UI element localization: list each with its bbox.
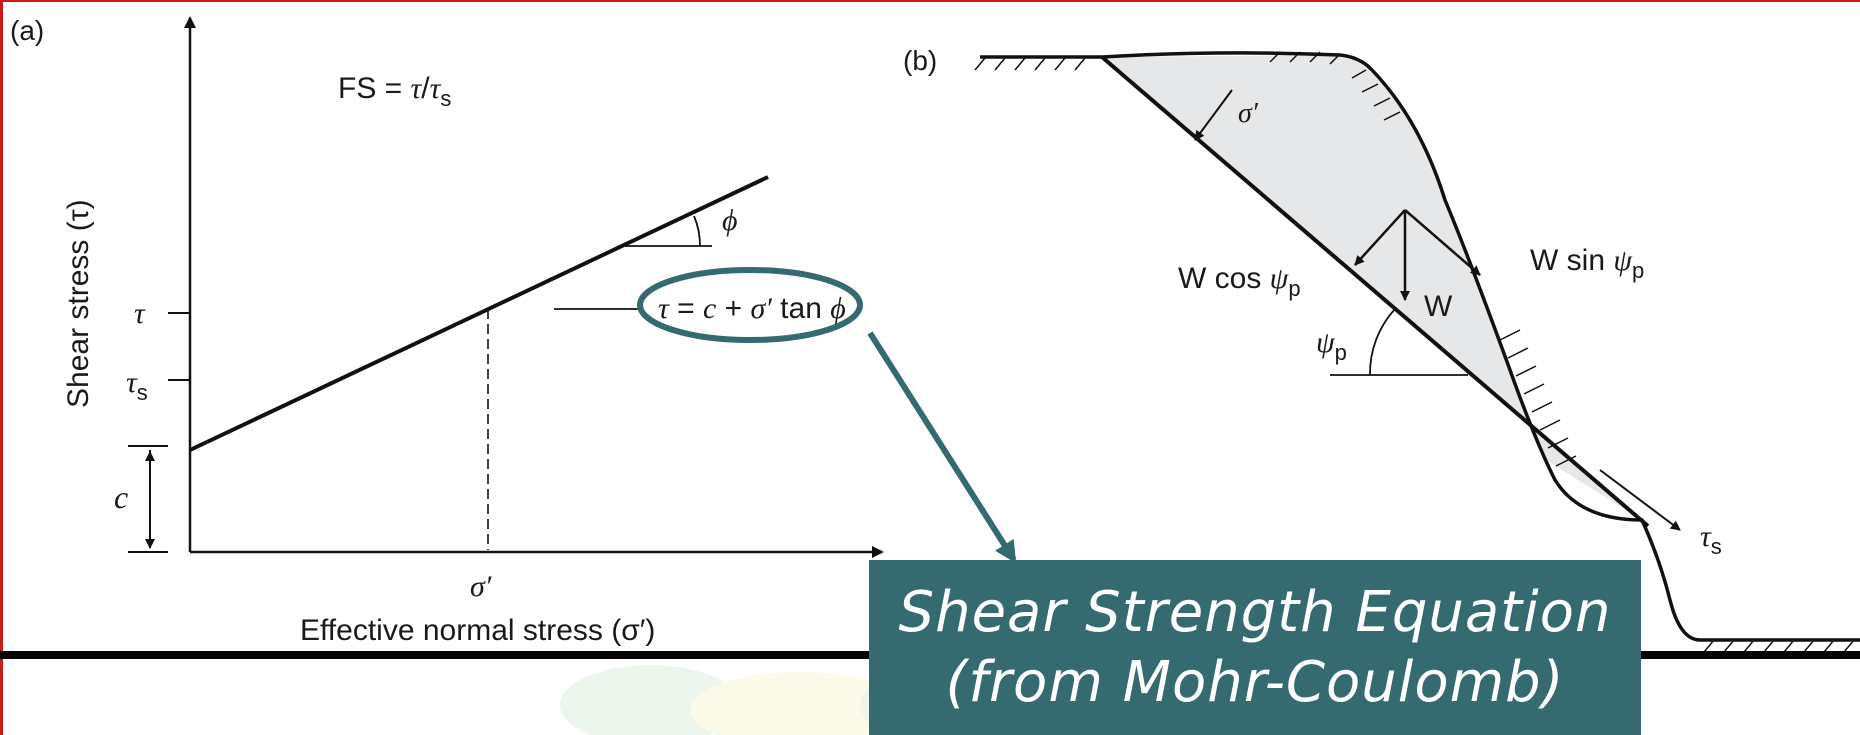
normal-stress-label: σ′ bbox=[1238, 98, 1259, 129]
shear-resistance-label: τs bbox=[1700, 520, 1722, 559]
psi-label: ψp bbox=[1316, 326, 1347, 365]
equation-highlight-ellipse bbox=[637, 267, 863, 343]
callout-line-1: Shear Strength Equation bbox=[898, 579, 1612, 645]
taus-tick-label: τs bbox=[126, 366, 148, 405]
ground-hatching bbox=[974, 51, 1855, 653]
psi-arc bbox=[1369, 307, 1397, 376]
shear-strength-equation: τ = c + σ′ tan ϕ bbox=[658, 292, 846, 325]
failure-envelope-line bbox=[189, 175, 769, 452]
y-axis-label: Shear stress (τ) bbox=[62, 199, 95, 408]
tau-tick-label: τ bbox=[134, 297, 146, 330]
slope-surface bbox=[980, 51, 1860, 642]
w-cos-label: W cos ψp bbox=[1178, 262, 1301, 301]
fs-formula: FS = τ/τs bbox=[338, 72, 451, 111]
c-label: c bbox=[114, 479, 128, 515]
shear-resistance-arrow bbox=[1599, 469, 1681, 531]
panel-b: (b) bbox=[903, 45, 1860, 653]
panel-b-label: (b) bbox=[903, 45, 937, 76]
top-rule bbox=[0, 0, 1860, 2]
left-accent-bar bbox=[0, 0, 3, 735]
x-axis-label: Effective normal stress (σ′) bbox=[300, 614, 655, 647]
w-cos-arrow bbox=[1354, 209, 1406, 266]
w-sin-label: W sin ψp bbox=[1530, 244, 1644, 283]
panel-a-label: (a) bbox=[10, 15, 44, 46]
phi-arc bbox=[693, 215, 701, 247]
callout-line-2: (from Mohr-Coulomb) bbox=[945, 649, 1565, 715]
weight-label: W bbox=[1424, 290, 1453, 323]
panel-a: (a) ϕ τ τs c FS = τ/τs bbox=[10, 15, 1017, 647]
failure-plane bbox=[1100, 55, 1650, 528]
normal-stress-arrow bbox=[1194, 89, 1233, 141]
phi-label: ϕ bbox=[722, 204, 738, 237]
callout-box: Shear Strength Equation (from Mohr-Coulo… bbox=[869, 560, 1641, 735]
callout-connector-arrow bbox=[867, 331, 1017, 564]
w-sin-arrow bbox=[1404, 209, 1481, 276]
sigma-tick-label: σ′ bbox=[470, 570, 492, 603]
